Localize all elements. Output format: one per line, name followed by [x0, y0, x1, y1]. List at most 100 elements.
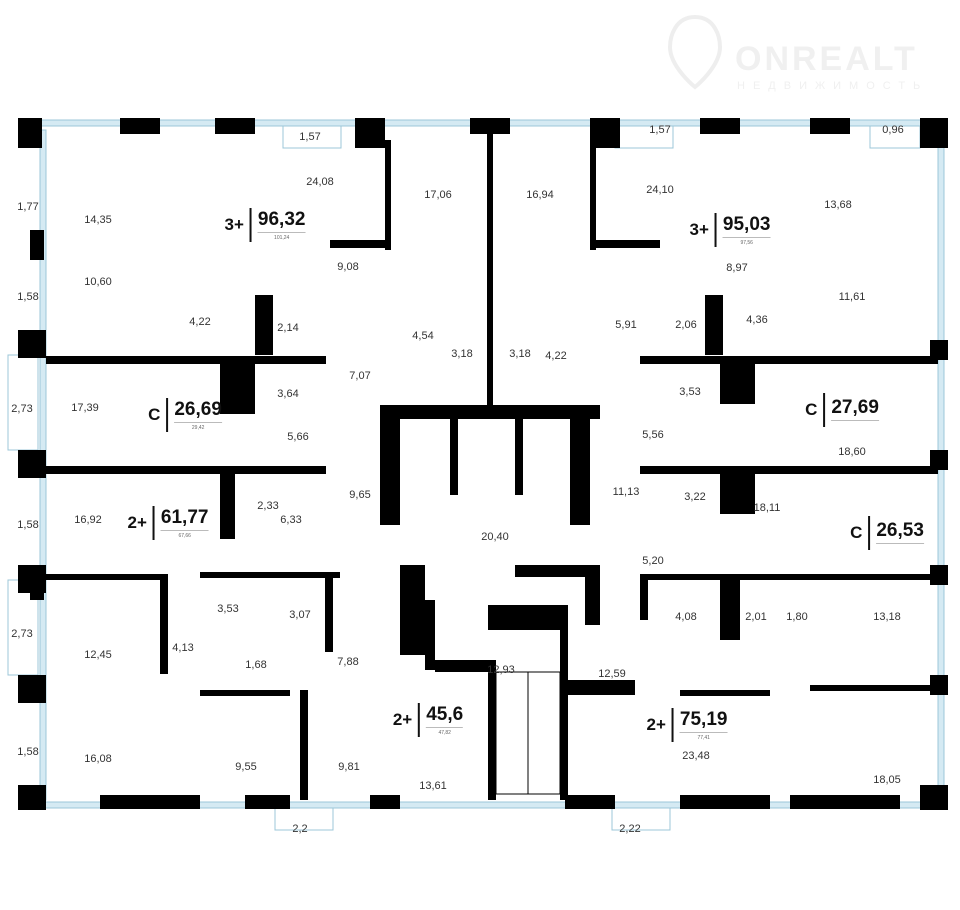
room-area: 2,73 [11, 403, 33, 415]
room-area: 13,61 [419, 780, 447, 792]
room-area: 18,11 [753, 502, 781, 514]
apartment-label[interactable]: 2+ 45,6 47,82 [392, 703, 464, 737]
apartment-total-area: 101,24 [274, 235, 290, 241]
room-area: 1,57 [649, 124, 671, 136]
room-area: 5,66 [287, 431, 309, 443]
apartment-area: 26,53 [876, 520, 924, 544]
room-area: 4,22 [189, 316, 211, 328]
apartment-area: 95,03 [722, 214, 771, 238]
room-area: 18,05 [873, 774, 901, 786]
room-area: 2,33 [257, 500, 279, 512]
room-area: 12,45 [84, 649, 112, 661]
apartment-type: 3+ [689, 220, 709, 239]
room-area: 2,14 [277, 322, 299, 334]
room-area: 4,54 [412, 330, 434, 342]
stairs [495, 671, 561, 795]
room-area: 16,08 [84, 753, 112, 765]
room-area: 7,07 [349, 370, 371, 382]
room-area: 13,18 [873, 611, 901, 623]
apartment-label[interactable]: С 27,69 [805, 393, 879, 427]
room-area: 17,39 [71, 402, 99, 414]
apartment-total-area: 67,66 [178, 533, 191, 539]
room-area: 13,68 [824, 199, 852, 211]
room-area: 24,10 [646, 184, 674, 196]
room-area: 17,06 [424, 189, 452, 201]
room-area: 9,81 [338, 761, 360, 773]
watermark-tagline: НЕДВИЖИМОСТЬ [737, 80, 929, 92]
room-area: 1,80 [786, 611, 808, 623]
watermark-name: ONREALT [735, 40, 918, 78]
divider [249, 208, 252, 242]
divider [823, 393, 826, 427]
room-area: 7,88 [337, 656, 359, 668]
room-area: 3,22 [684, 491, 706, 503]
room-area: 18,60 [838, 446, 866, 458]
apartment-type: 2+ [392, 710, 413, 729]
apartment-area: 45,6 [426, 704, 464, 728]
apartment-type: 2+ [127, 513, 147, 532]
room-area: 24,08 [306, 176, 334, 188]
room-area: 1,68 [245, 659, 267, 671]
room-area: 2,2 [292, 823, 308, 835]
apartment-type: С [850, 523, 863, 542]
apartment-total-area: 47,82 [438, 730, 451, 736]
apartment-total-area: 29,42 [191, 425, 205, 431]
room-area: 4,13 [172, 642, 194, 654]
divider [714, 213, 717, 247]
room-area: 3,53 [679, 386, 701, 398]
apartment-total-area: 77,41 [697, 735, 710, 741]
divider [671, 708, 674, 742]
divider [868, 516, 871, 550]
room-area: 2,01 [745, 611, 767, 623]
room-area: 1,77 [17, 201, 39, 213]
room-area: 9,65 [349, 489, 371, 501]
apartment-label[interactable]: 2+ 75,19 77,41 [647, 708, 728, 742]
room-area: 2,73 [11, 628, 33, 640]
apartment-type: С [148, 405, 161, 424]
apartment-type: С [805, 400, 818, 419]
room-area: 2,22 [619, 823, 641, 835]
windows [7, 119, 945, 831]
apartment-label[interactable]: 2+ 61,77 67,66 [128, 506, 209, 540]
apartment-type: 2+ [646, 715, 666, 734]
room-area: 3,64 [277, 388, 299, 400]
apartment-area: 75,19 [679, 709, 728, 733]
room-area: 14,35 [84, 214, 112, 226]
room-area: 4,08 [675, 611, 697, 623]
room-area: 10,60 [84, 276, 112, 288]
house-pin-icon [667, 14, 723, 90]
room-area: 5,20 [642, 555, 664, 567]
room-area: 3,07 [289, 609, 311, 621]
apartment-area: 27,69 [831, 397, 879, 421]
room-area: 23,48 [682, 750, 710, 762]
room-area: 16,94 [526, 189, 554, 201]
room-area: 16,92 [74, 514, 102, 526]
room-area: 11,61 [838, 291, 866, 303]
room-area: 11,13 [612, 486, 640, 498]
walls [18, 118, 948, 810]
room-area: 12,93 [487, 664, 515, 676]
room-area: 12,59 [598, 668, 626, 680]
room-area: 4,36 [746, 314, 768, 326]
apartment-area: 96,32 [257, 209, 306, 233]
room-area: 4,22 [545, 350, 567, 362]
apartment-area: 61,77 [160, 507, 209, 531]
apartment-type: 3+ [224, 215, 244, 234]
room-area: 9,08 [337, 261, 359, 273]
divider [166, 398, 169, 432]
room-area: 9,55 [235, 761, 257, 773]
room-area: 8,97 [726, 262, 748, 274]
room-area: 1,57 [299, 131, 321, 143]
apartment-label[interactable]: С 26,53 [850, 516, 924, 550]
room-area: 1,58 [17, 291, 39, 303]
room-area: 0,96 [882, 124, 904, 136]
apartment-label[interactable]: 3+ 96,32 101,24 [225, 208, 306, 242]
room-area: 6,33 [280, 514, 302, 526]
room-area: 2,06 [675, 319, 697, 331]
room-area: 5,56 [642, 429, 664, 441]
room-area: 3,18 [509, 348, 531, 360]
room-area: 1,58 [17, 746, 39, 758]
